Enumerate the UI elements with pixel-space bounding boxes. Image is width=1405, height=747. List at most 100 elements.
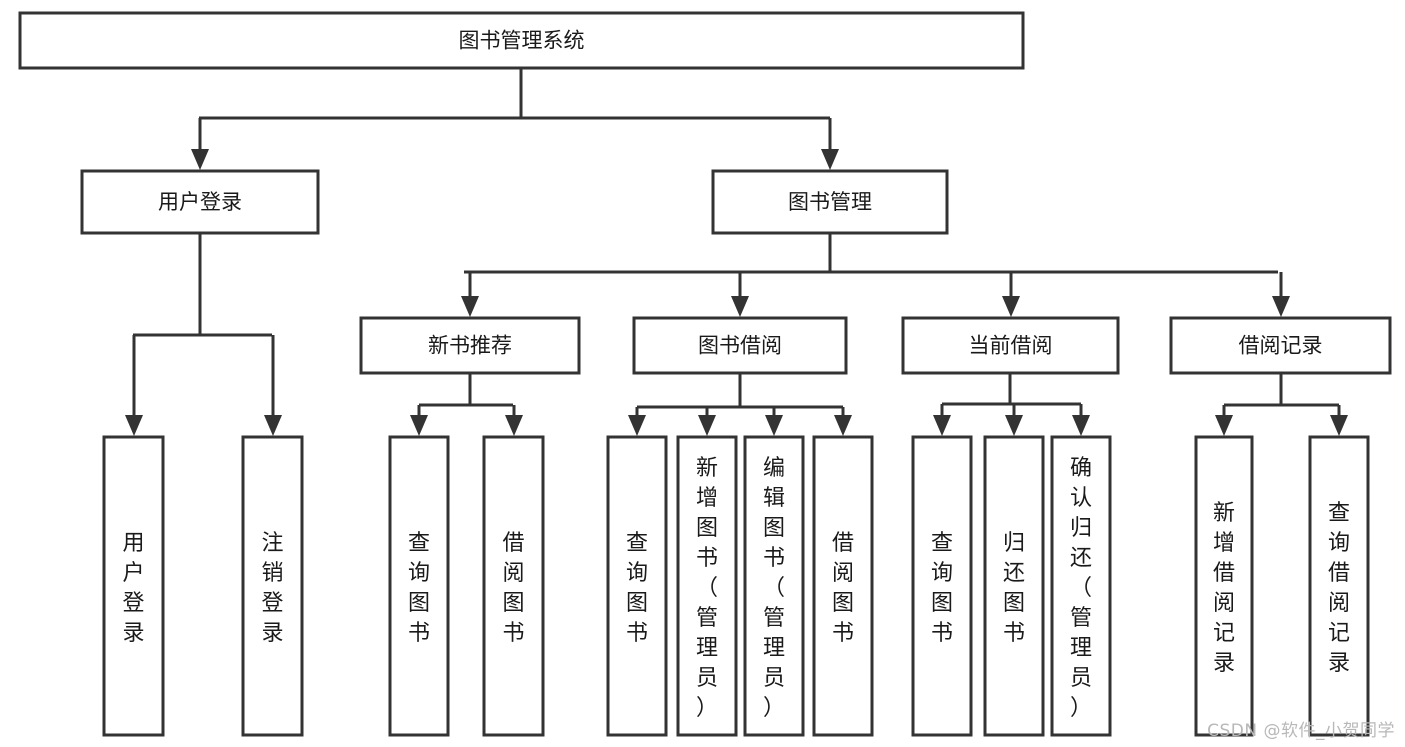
edge-new-book-rec-to-leaf-query-book-1 [410, 405, 428, 436]
node-label: 借阅图书 [502, 531, 524, 646]
edge-root-to-user-login [191, 118, 209, 170]
edge-borrow-record-to-leaf-query-record [1330, 405, 1348, 436]
arrow-head-icon [1072, 415, 1090, 436]
node-label: 借阅记录 [1239, 334, 1323, 358]
node-new-book-rec[interactable]: 新书推荐 [359, 316, 581, 375]
node-box[interactable] [102, 435, 165, 737]
edge-current-borrow-to-leaf-confirm-return [1072, 404, 1090, 436]
node-label: 借阅图书 [832, 531, 854, 646]
connector-bus-borrow-record [1224, 373, 1339, 407]
node-box[interactable] [743, 435, 805, 737]
node-leaf-add-book[interactable]: 新增图书（管理员） [676, 435, 738, 737]
connector-bus-new-book-rec [419, 373, 513, 407]
node-user-login[interactable]: 用户登录 [80, 169, 320, 235]
node-label: 编辑图书（管理员） [763, 456, 785, 721]
node-label: 新书推荐 [428, 334, 512, 358]
node-leaf-edit-book[interactable]: 编辑图书（管理员） [743, 435, 805, 737]
arrow-head-icon [698, 415, 716, 436]
node-layer: 图书管理系统用户登录图书管理新书推荐图书借阅当前借阅借阅记录用户登录注销登录查询… [18, 11, 1392, 737]
arrow-head-icon [1330, 415, 1348, 436]
node-label: 查询图书 [408, 531, 430, 646]
node-box[interactable] [901, 316, 1120, 375]
node-leaf-return-book[interactable]: 归还图书 [983, 435, 1045, 737]
connector-bus-book-borrow [637, 373, 843, 409]
connector-bus-user-login [133, 233, 272, 337]
node-label: 图书借阅 [698, 334, 782, 358]
csdn-watermark: CSDN @软件_小贺同学 [1207, 721, 1395, 741]
arrow-head-icon [1215, 415, 1233, 436]
edge-book-borrow-to-leaf-query-book-2 [628, 407, 646, 436]
node-box[interactable] [482, 435, 545, 737]
node-box[interactable] [18, 11, 1025, 70]
node-box[interactable] [388, 435, 450, 737]
node-label: 用户登录 [158, 190, 242, 214]
node-leaf-query-book-1[interactable]: 查询图书 [388, 435, 450, 737]
node-box[interactable] [911, 435, 973, 737]
node-leaf-borrow-book-2[interactable]: 借阅图书 [812, 435, 874, 737]
node-box[interactable] [1050, 435, 1112, 737]
node-book-borrow[interactable]: 图书借阅 [632, 316, 848, 375]
arrow-head-icon [1272, 296, 1290, 317]
node-leaf-logout[interactable]: 注销登录 [241, 435, 304, 737]
node-book-manage[interactable]: 图书管理 [711, 169, 949, 235]
arrow-head-icon [191, 149, 209, 170]
node-box[interactable] [983, 435, 1045, 737]
node-box[interactable] [1169, 316, 1392, 375]
node-current-borrow[interactable]: 当前借阅 [901, 316, 1120, 375]
edge-book-manage-to-book-borrow [731, 272, 749, 317]
arrow-head-icon [821, 149, 839, 170]
node-leaf-query-book-3[interactable]: 查询图书 [911, 435, 973, 737]
arrow-head-icon [1002, 296, 1020, 317]
edge-user-login-to-leaf-logout [264, 335, 282, 436]
connector-bus-book-manage [464, 233, 1278, 274]
arrow-head-icon [1005, 415, 1023, 436]
node-label: 归还图书 [1003, 531, 1025, 646]
arrow-head-icon [505, 415, 523, 436]
arrow-head-icon [731, 296, 749, 317]
arrow-head-icon [834, 415, 852, 436]
edge-user-login-to-leaf-user-login [125, 335, 143, 436]
edge-current-borrow-to-leaf-query-book-3 [933, 404, 951, 436]
node-label: 图书管理系统 [459, 29, 585, 53]
arrow-head-icon [264, 415, 282, 436]
node-box[interactable] [359, 316, 581, 375]
node-label: 注销登录 [261, 531, 283, 646]
node-leaf-query-record[interactable]: 查询借阅记录 [1308, 435, 1370, 737]
node-box[interactable] [632, 316, 848, 375]
edge-book-manage-to-borrow-record [1272, 272, 1290, 317]
edge-book-borrow-to-leaf-edit-book [765, 407, 783, 436]
node-box[interactable] [711, 169, 949, 235]
edge-new-book-rec-to-leaf-borrow-book-1 [505, 405, 523, 436]
node-leaf-confirm-return[interactable]: 确认归还（管理员） [1050, 435, 1112, 737]
node-box[interactable] [241, 435, 304, 737]
edge-current-borrow-to-leaf-return-book [1005, 404, 1023, 436]
node-box[interactable] [812, 435, 874, 737]
connector-layer [125, 68, 1348, 436]
arrow-head-icon [933, 415, 951, 436]
node-label: 查询图书 [626, 531, 648, 646]
node-box[interactable] [606, 435, 668, 737]
edge-borrow-record-to-leaf-add-record [1215, 405, 1233, 436]
connector-bus-root [199, 68, 830, 120]
node-label: 当前借阅 [969, 334, 1053, 358]
edge-book-manage-to-new-book-rec [461, 272, 479, 317]
node-box[interactable] [676, 435, 738, 737]
node-leaf-query-book-2[interactable]: 查询图书 [606, 435, 668, 737]
node-label: 图书管理 [788, 190, 872, 214]
node-box[interactable] [1194, 435, 1254, 737]
node-leaf-user-login[interactable]: 用户登录 [102, 435, 165, 737]
node-leaf-borrow-book-1[interactable]: 借阅图书 [482, 435, 545, 737]
edge-book-borrow-to-leaf-add-book [698, 407, 716, 436]
node-leaf-add-record[interactable]: 新增借阅记录 [1194, 435, 1254, 737]
node-box[interactable] [1308, 435, 1370, 737]
node-root[interactable]: 图书管理系统 [18, 11, 1025, 70]
node-box[interactable] [80, 169, 320, 235]
arrow-head-icon [125, 415, 143, 436]
connector-bus-current-borrow [942, 373, 1081, 406]
node-borrow-record[interactable]: 借阅记录 [1169, 316, 1392, 375]
node-label: 新增借阅记录 [1213, 501, 1235, 676]
node-label: 查询借阅记录 [1328, 501, 1350, 676]
arrow-head-icon [628, 415, 646, 436]
